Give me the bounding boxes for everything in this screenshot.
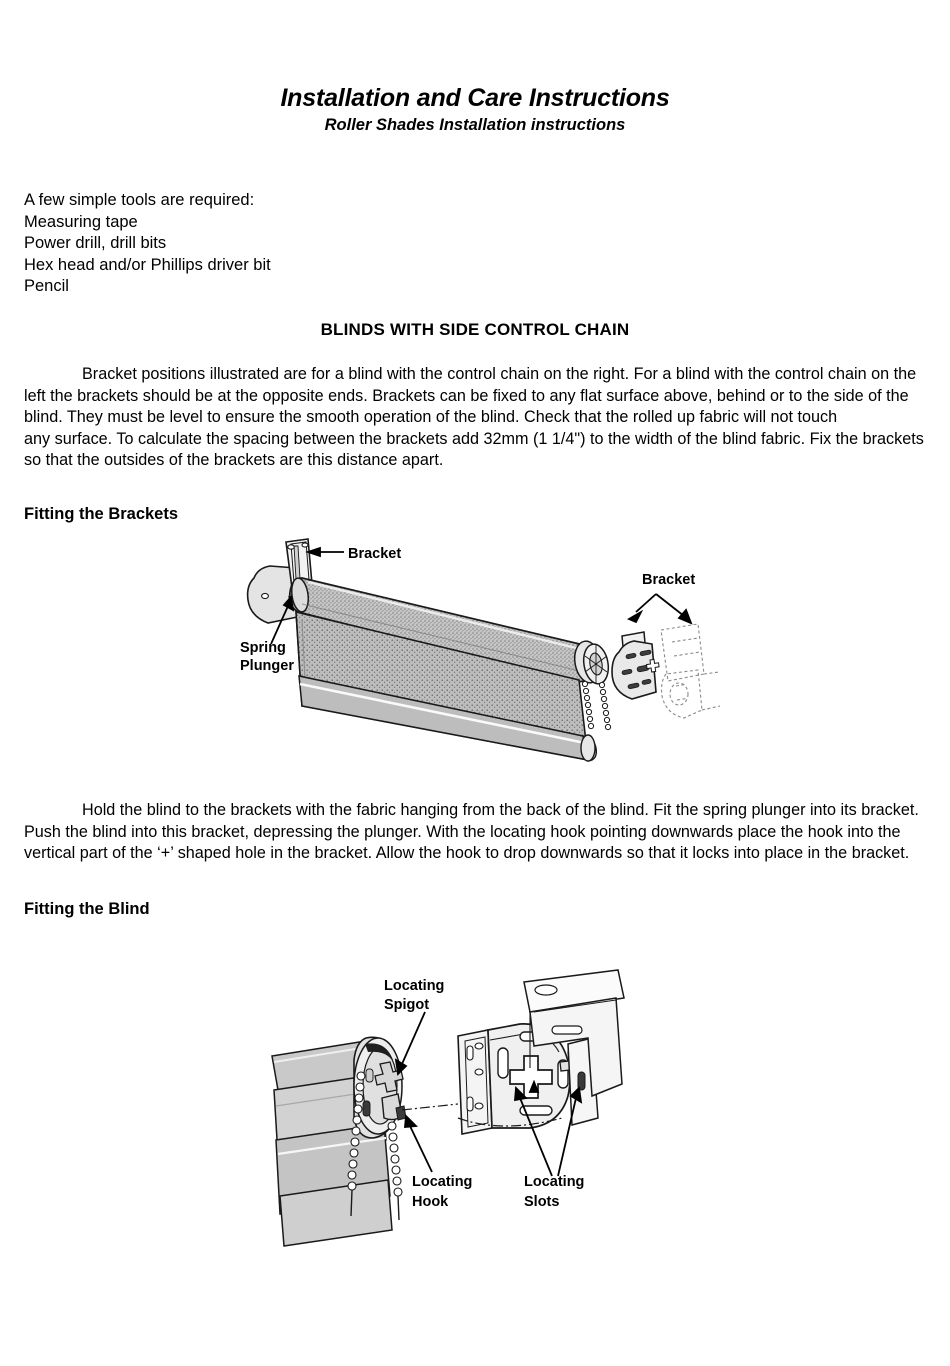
figure-fitting-the-blind: Locating Spigot Locating Hook Locating S… — [262, 968, 692, 1268]
bead-chain-illustration — [347, 1071, 403, 1221]
paragraph-fitting-the-blind: Hold the blind to the brackets with the … — [24, 800, 928, 865]
callout-leaders — [394, 1011, 583, 1177]
figure-fitting-the-brackets: Bracket Spring Plunger Bracket — [236, 524, 726, 794]
tools-required-block: A few simple tools are required: Measuri… — [24, 190, 524, 298]
document-header: Installation and Care Instructions Rolle… — [0, 84, 950, 135]
secondary-bracket-illustration — [523, 969, 625, 1098]
label-locating-spigot-line1: Locating — [384, 978, 444, 994]
tool-item: Measuring tape — [24, 212, 138, 231]
paragraph-bracket-positions-part2: any surface. To calculate the spacing be… — [24, 429, 924, 470]
blind-fabric-illustration — [295, 610, 598, 762]
paragraph-bracket-positions: Bracket positions illustrated are for a … — [24, 364, 928, 472]
label-locating-hook-line1: Locating — [412, 1174, 472, 1190]
label-locating-hook-line2: Hook — [412, 1194, 449, 1210]
right-bracket-illustration — [611, 631, 660, 700]
label-locating-slots-line2: Slots — [524, 1194, 559, 1210]
paragraph-bracket-positions-part1: Bracket positions illustrated are for a … — [24, 365, 917, 426]
ghost-bracket-illustration — [660, 623, 721, 719]
label-bracket-left: Bracket — [348, 546, 401, 562]
page-subtitle: Roller Shades Installation instructions — [324, 115, 626, 134]
roller-tube-illustration — [288, 577, 595, 683]
page-title: Installation and Care Instructions — [280, 84, 670, 112]
callout-leaders — [270, 546, 693, 645]
tools-intro: A few simple tools are required: — [24, 191, 255, 209]
tool-item: Hex head and/or Phillips driver bit — [24, 255, 271, 274]
alignment-axis-line — [401, 1103, 563, 1127]
label-bracket-right: Bracket — [642, 572, 695, 588]
tool-item: Pencil — [24, 277, 69, 295]
subheading-fitting-the-brackets: Fitting the Brackets — [24, 505, 179, 523]
paragraph-fitting-the-blind-text: Hold the blind to the brackets with the … — [24, 801, 919, 862]
control-chain-wheel-illustration — [573, 640, 612, 731]
label-spring-plunger-line2: Plunger — [240, 658, 294, 674]
label-locating-spigot-line2: Spigot — [384, 997, 429, 1013]
subheading-fitting-the-blind: Fitting the Blind — [24, 900, 150, 918]
blind-roller-illustration — [271, 1036, 407, 1247]
tool-item: Power drill, drill bits — [24, 234, 167, 252]
label-locating-slots-line1: Locating — [524, 1174, 584, 1190]
left-bracket-illustration — [246, 538, 313, 624]
section-heading-blinds-with-side-control-chain: BLINDS WITH SIDE CONTROL CHAIN — [320, 320, 630, 339]
label-spring-plunger-line1: Spring — [240, 640, 286, 656]
